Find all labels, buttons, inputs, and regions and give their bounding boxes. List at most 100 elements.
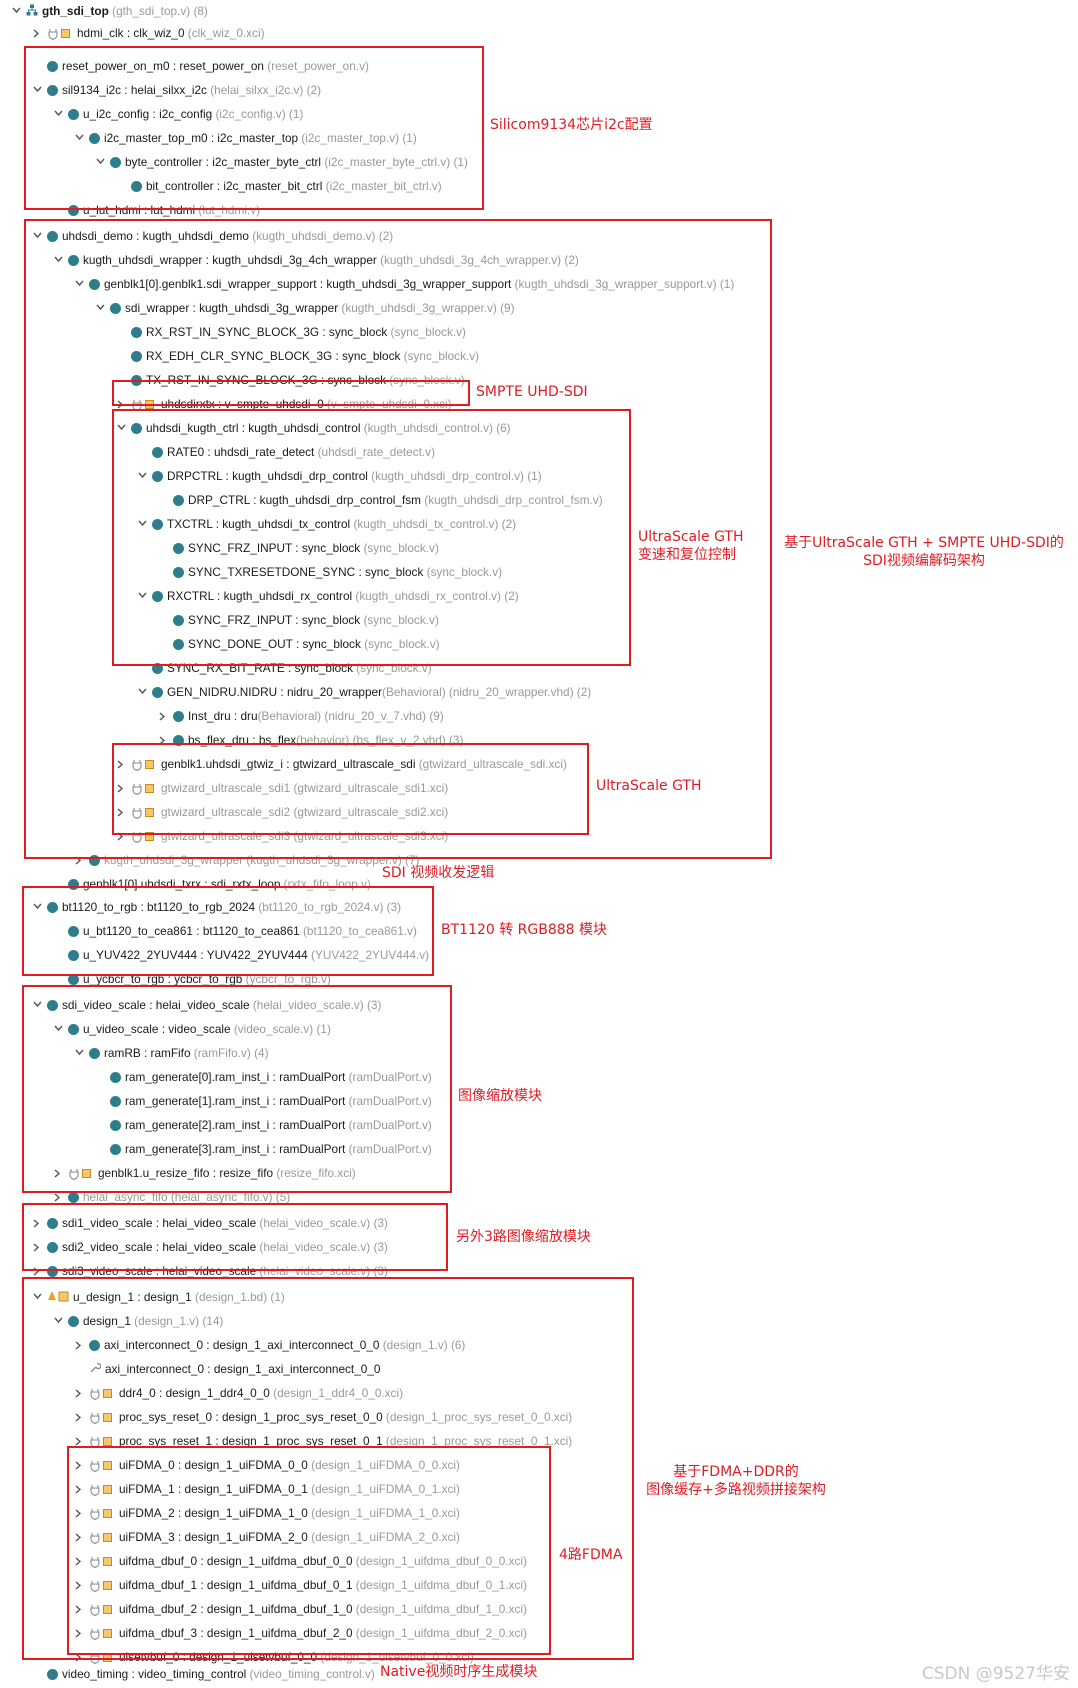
tree-node[interactable]: gtwizard_ultrascale_sdi1 (gtwizard_ultra…	[117, 777, 448, 799]
tree-node[interactable]: axi_interconnect_0 : design_1_axi_interc…	[75, 1334, 465, 1356]
chevron-down-icon[interactable]	[31, 994, 43, 1016]
chevron-right-icon[interactable]	[31, 22, 43, 44]
tree-node[interactable]: ramRB : ramFifo (ramFifo.v) (4)	[75, 1042, 269, 1064]
tree-node[interactable]: genblk1.uhdsdi_gtwiz_i : gtwizard_ultras…	[117, 753, 567, 775]
chevron-right-icon[interactable]	[52, 1162, 64, 1184]
chevron-right-icon[interactable]	[73, 1502, 85, 1524]
chevron-down-icon[interactable]	[52, 1310, 64, 1332]
tree-node[interactable]: ram_generate[2].ram_inst_i : ramDualPort…	[110, 1114, 432, 1136]
tree-node[interactable]: i2c_master_top_m0 : i2c_master_top (i2c_…	[75, 127, 417, 149]
tree-node[interactable]: RX_RST_IN_SYNC_BLOCK_3G : sync_block (sy…	[131, 321, 466, 343]
chevron-down-icon[interactable]	[94, 151, 106, 173]
chevron-right-icon[interactable]	[31, 1236, 43, 1258]
tree-node[interactable]: sdi3_video_scale : helai_video_scale (he…	[33, 1260, 388, 1282]
tree-node[interactable]: byte_controller : i2c_master_byte_ctrl (…	[96, 151, 468, 173]
chevron-down-icon[interactable]	[94, 297, 106, 319]
chevron-down-icon[interactable]	[73, 127, 85, 149]
tree-node[interactable]: uiFDMA_1 : design_1_uiFDMA_0_1 (design_1…	[75, 1478, 460, 1500]
tree-node[interactable]: GEN_NIDRU.NIDRU : nidru_20_wrapper(Behav…	[138, 681, 591, 703]
tree-node[interactable]: ram_generate[3].ram_inst_i : ramDualPort…	[110, 1138, 432, 1160]
chevron-right-icon[interactable]	[73, 1550, 85, 1572]
tree-node[interactable]: bit_controller : i2c_master_bit_ctrl (i2…	[131, 175, 442, 197]
chevron-down-icon[interactable]	[31, 896, 43, 918]
chevron-right-icon[interactable]	[157, 729, 169, 751]
chevron-right-icon[interactable]	[157, 705, 169, 727]
tree-node[interactable]: axi_interconnect_0 : design_1_axi_interc…	[89, 1358, 380, 1380]
tree-node[interactable]: reset_power_on_m0 : reset_power_on (rese…	[47, 55, 369, 77]
tree-node[interactable]: genblk1[0].genblk1.sdi_wrapper_support :…	[75, 273, 734, 295]
tree-node[interactable]: uiFDMA_2 : design_1_uiFDMA_1_0 (design_1…	[75, 1502, 460, 1524]
tree-node[interactable]: proc_sys_reset_1 : design_1_proc_sys_res…	[75, 1430, 572, 1452]
chevron-right-icon[interactable]	[73, 1454, 85, 1476]
tree-node[interactable]: SYNC_FRZ_INPUT : sync_block (sync_block.…	[173, 609, 439, 631]
chevron-right-icon[interactable]	[73, 1334, 85, 1356]
tree-node[interactable]: TXCTRL : kugth_uhdsdi_tx_control (kugth_…	[138, 513, 516, 535]
chevron-down-icon[interactable]	[136, 585, 148, 607]
tree-node[interactable]: uiFDMA_3 : design_1_uiFDMA_2_0 (design_1…	[75, 1526, 460, 1548]
tree-node[interactable]: sdi1_video_scale : helai_video_scale (he…	[33, 1212, 388, 1234]
tree-node[interactable]: u_lut_hdmi : lut_hdmi (lut_hdmi.v)	[68, 199, 260, 221]
chevron-right-icon[interactable]	[31, 1212, 43, 1234]
tree-node[interactable]: u_i2c_config : i2c_config (i2c_config.v)…	[54, 103, 303, 125]
tree-node[interactable]: sdi_video_scale : helai_video_scale (hel…	[33, 994, 381, 1016]
tree-node[interactable]: uifdma_dbuf_1 : design_1_uifdma_dbuf_0_1…	[75, 1574, 527, 1596]
chevron-down-icon[interactable]	[136, 681, 148, 703]
tree-node[interactable]: uhdsdi_kugth_ctrl : kugth_uhdsdi_control…	[117, 417, 511, 439]
chevron-down-icon[interactable]	[31, 225, 43, 247]
tree-node[interactable]: proc_sys_reset_0 : design_1_proc_sys_res…	[75, 1406, 572, 1428]
chevron-down-icon[interactable]	[52, 103, 64, 125]
chevron-right-icon[interactable]	[52, 1186, 64, 1208]
tree-node[interactable]: helai_async_fifo (helai_async_fifo.v) (5…	[54, 1186, 290, 1208]
tree-node[interactable]: SYNC_TXRESETDONE_SYNC : sync_block (sync…	[173, 561, 502, 583]
tree-node[interactable]: uiFDMA_0 : design_1_uiFDMA_0_0 (design_1…	[75, 1454, 460, 1476]
chevron-right-icon[interactable]	[115, 753, 127, 775]
tree-node[interactable]: u_bt1120_to_cea861 : bt1120_to_cea861 (b…	[68, 920, 417, 942]
chevron-right-icon[interactable]	[73, 1406, 85, 1428]
chevron-right-icon[interactable]	[73, 1382, 85, 1404]
chevron-right-icon[interactable]	[73, 1478, 85, 1500]
chevron-right-icon[interactable]	[73, 1574, 85, 1596]
chevron-right-icon[interactable]	[73, 1622, 85, 1644]
chevron-down-icon[interactable]	[136, 513, 148, 535]
chevron-down-icon[interactable]	[73, 1042, 85, 1064]
tree-node[interactable]: ddr4_0 : design_1_ddr4_0_0 (design_1_ddr…	[75, 1382, 403, 1404]
tree-node[interactable]: RX_EDH_CLR_SYNC_BLOCK_3G : sync_block (s…	[131, 345, 479, 367]
tree-node[interactable]: u_design_1 : design_1 (design_1.bd) (1)	[33, 1286, 285, 1308]
chevron-down-icon[interactable]	[52, 249, 64, 271]
chevron-down-icon[interactable]	[52, 1018, 64, 1040]
tree-node[interactable]: RXCTRL : kugth_uhdsdi_rx_control (kugth_…	[138, 585, 519, 607]
tree-node[interactable]: gtwizard_ultrascale_sdi2 (gtwizard_ultra…	[117, 801, 448, 823]
tree-node[interactable]: ram_generate[0].ram_inst_i : ramDualPort…	[110, 1066, 432, 1088]
tree-node[interactable]: video_timing : video_timing_control (vid…	[47, 1663, 375, 1685]
tree-node[interactable]: kugth_uhdsdi_wrapper : kugth_uhdsdi_3g_4…	[54, 249, 579, 271]
chevron-down-icon[interactable]	[31, 1286, 43, 1308]
tree-node[interactable]: sdi2_video_scale : helai_video_scale (he…	[33, 1236, 388, 1258]
tree-node[interactable]: RATE0 : uhdsdi_rate_detect (uhdsdi_rate_…	[152, 441, 435, 463]
chevron-right-icon[interactable]	[73, 1526, 85, 1548]
tree-node[interactable]: bt1120_to_rgb : bt1120_to_rgb_2024 (bt11…	[33, 896, 401, 918]
tree-node[interactable]: uifdma_dbuf_2 : design_1_uifdma_dbuf_1_0…	[75, 1598, 527, 1620]
tree-node[interactable]: Inst_dru : dru(Behavioral) (nidru_20_v_7…	[159, 705, 444, 727]
tree-node[interactable]: gth_sdi_top (gth_sdi_top.v) (8)	[12, 0, 208, 22]
chevron-right-icon[interactable]	[115, 777, 127, 799]
tree-node[interactable]: uifdma_dbuf_3 : design_1_uifdma_dbuf_2_0…	[75, 1622, 527, 1644]
tree-node[interactable]: u_video_scale : video_scale (video_scale…	[54, 1018, 331, 1040]
tree-node[interactable]: sdi_wrapper : kugth_uhdsdi_3g_wrapper (k…	[96, 297, 515, 319]
tree-node[interactable]: design_1 (design_1.v) (14)	[54, 1310, 223, 1332]
tree-node[interactable]: SYNC_DONE_OUT : sync_block (sync_block.v…	[173, 633, 440, 655]
tree-node[interactable]: uhdsdi_demo : kugth_uhdsdi_demo (kugth_u…	[33, 225, 393, 247]
chevron-down-icon[interactable]	[136, 465, 148, 487]
tree-node[interactable]: u_YUV422_2YUV444 : YUV422_2YUV444 (YUV42…	[68, 944, 429, 966]
tree-node[interactable]: SYNC_FRZ_INPUT : sync_block (sync_block.…	[173, 537, 439, 559]
tree-node[interactable]: DRP_CTRL : kugth_uhdsdi_drp_control_fsm …	[173, 489, 603, 511]
chevron-down-icon[interactable]	[115, 417, 127, 439]
tree-node[interactable]: sil9134_i2c : helai_silxx_i2c (helai_sil…	[33, 79, 321, 101]
chevron-down-icon[interactable]	[10, 0, 22, 22]
chevron-down-icon[interactable]	[73, 273, 85, 295]
chevron-down-icon[interactable]	[31, 79, 43, 101]
tree-node[interactable]: DRPCTRL : kugth_uhdsdi_drp_control (kugt…	[138, 465, 542, 487]
tree-node[interactable]: ram_generate[1].ram_inst_i : ramDualPort…	[110, 1090, 432, 1112]
tree-node[interactable]: hdmi_clk : clk_wiz_0 (clk_wiz_0.xci)	[33, 22, 265, 44]
chevron-right-icon[interactable]	[73, 1430, 85, 1452]
tree-node[interactable]: uifdma_dbuf_0 : design_1_uifdma_dbuf_0_0…	[75, 1550, 527, 1572]
